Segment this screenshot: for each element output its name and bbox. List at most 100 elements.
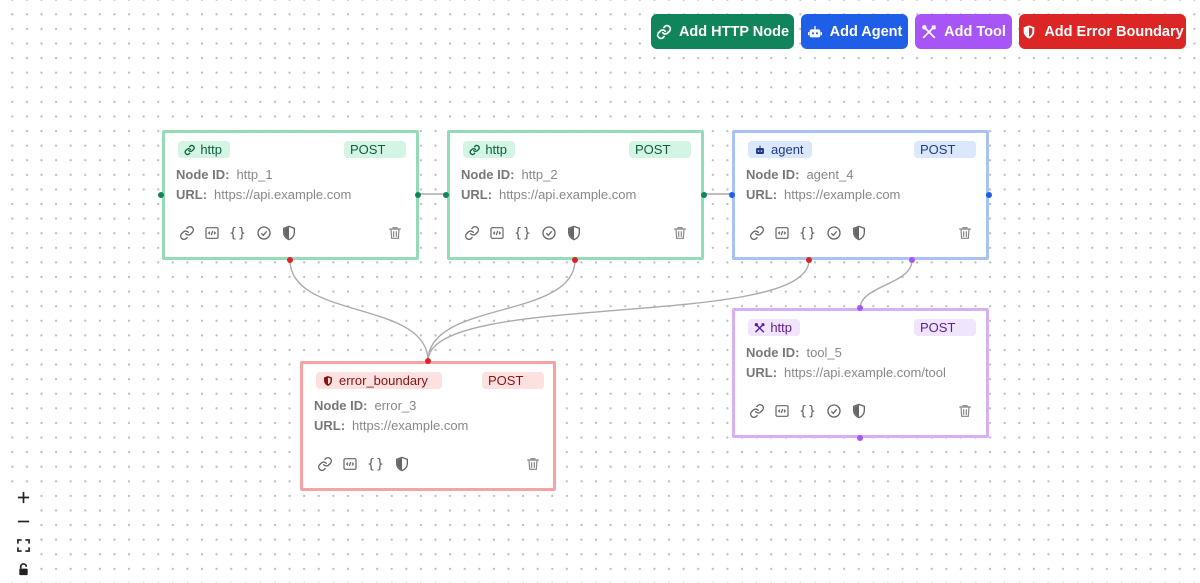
edge-agent4-tool5[interactable] [859, 259, 913, 310]
add-tool-button[interactable]: Add Tool [915, 14, 1012, 49]
node-header: http POST [176, 141, 406, 159]
add-error-boundary-button[interactable]: Add Error Boundary [1019, 14, 1186, 49]
node-id-row: Node ID:agent_4 [746, 167, 853, 182]
edge-http2-error3[interactable] [427, 259, 576, 362]
node-id-row: Node ID:http_1 [176, 167, 273, 182]
method-badge: POST [914, 141, 976, 158]
node-http-2-output-handle[interactable] [701, 192, 707, 198]
json-braces-icon[interactable]: {} [229, 225, 247, 241]
check-circle-icon[interactable] [541, 225, 557, 241]
json-braces-icon[interactable]: {} [514, 225, 532, 241]
url-row: URL: https://example.com [314, 418, 468, 433]
link-icon [469, 144, 480, 155]
shield-icon[interactable] [851, 403, 867, 419]
add-tool-label: Add Tool [944, 23, 1006, 40]
json-braces-icon[interactable]: {} [799, 403, 817, 419]
delete-node-button[interactable] [525, 456, 541, 477]
node-type-label: http [200, 142, 222, 157]
node-agent-4-input-handle[interactable] [729, 192, 735, 198]
node-tool-5[interactable]: http POST Node ID:tool_5 URL:https://api… [732, 308, 989, 438]
node-id-value: tool_5 [806, 345, 842, 360]
url-label: URL: [746, 365, 778, 380]
node-actions: {} [317, 456, 410, 472]
link-icon[interactable] [179, 225, 195, 241]
node-type-label: http [485, 142, 507, 157]
node-tool-5-output-handle[interactable] [857, 435, 863, 441]
link-icon[interactable] [317, 456, 333, 472]
node-error-3-input-handle[interactable] [425, 358, 431, 364]
lock-button[interactable] [10, 557, 37, 581]
url-label: URL: [314, 418, 346, 433]
link-icon[interactable] [749, 403, 765, 419]
shield-icon[interactable] [281, 225, 297, 241]
tools-icon [922, 24, 936, 38]
method-badge: POST [629, 141, 691, 158]
json-braces-icon[interactable]: {} [367, 456, 385, 472]
add-agent-button[interactable]: Add Agent [801, 14, 908, 49]
node-id-label: Node ID: [176, 167, 230, 182]
fit-view-button[interactable] [10, 533, 37, 557]
node-agent-4-output-handle[interactable] [986, 192, 992, 198]
node-id-row: Node ID:error_3 [314, 398, 416, 413]
link-icon[interactable] [464, 225, 480, 241]
node-error-3[interactable]: error_boundary POST Node ID:error_3 URL:… [300, 361, 556, 491]
node-actions: {} [749, 403, 867, 419]
zoom-in-button[interactable] [10, 485, 37, 509]
delete-node-button[interactable] [672, 225, 688, 246]
shield-icon[interactable] [394, 456, 410, 472]
url-label: URL: [746, 187, 778, 202]
node-http-1-error-handle[interactable] [287, 257, 293, 263]
url-row: URL:https://api.example.com [461, 187, 636, 202]
node-header: http POST [746, 319, 976, 337]
node-http-2-input-handle[interactable] [443, 192, 449, 198]
method-badge: POST [482, 372, 544, 389]
node-http-1[interactable]: http POST Node ID:http_1 URL:https://api… [162, 130, 419, 260]
code-icon[interactable] [774, 225, 790, 241]
add-http-node-button[interactable]: Add HTTP Node [651, 14, 794, 49]
node-type-badge: http [178, 141, 230, 158]
node-type-label: http [770, 320, 792, 335]
url-value: https://example.com [352, 418, 469, 433]
shield-icon[interactable] [851, 225, 867, 241]
url-row: URL:https://example.com [746, 187, 900, 202]
check-circle-icon[interactable] [826, 225, 842, 241]
shield-icon[interactable] [566, 225, 582, 241]
node-tool-5-input-handle[interactable] [857, 305, 863, 311]
trash-icon [959, 227, 971, 239]
zoom-out-button[interactable] [10, 509, 37, 533]
code-icon[interactable] [774, 403, 790, 419]
edge-agent4-error3[interactable] [427, 259, 810, 362]
check-circle-icon[interactable] [256, 225, 272, 241]
code-icon[interactable] [342, 456, 358, 472]
code-icon[interactable] [204, 225, 220, 241]
check-circle-icon[interactable] [826, 403, 842, 419]
method-badge: POST [914, 319, 976, 336]
code-icon[interactable] [489, 225, 505, 241]
node-agent-4-error-handle[interactable] [806, 257, 812, 263]
delete-node-button[interactable] [387, 225, 403, 246]
node-agent-4-tool-handle[interactable] [909, 257, 915, 263]
link-icon [184, 144, 195, 155]
node-http-1-output-handle[interactable] [415, 192, 421, 198]
url-label: URL: [461, 187, 493, 202]
node-type-label: agent [771, 142, 804, 157]
trash-icon [959, 405, 971, 417]
json-braces-icon[interactable]: {} [799, 225, 817, 241]
node-http-1-input-handle[interactable] [158, 192, 164, 198]
node-http-2-error-handle[interactable] [572, 257, 578, 263]
edge-http1-error3[interactable] [289, 259, 429, 362]
node-agent-4[interactable]: agent POST Node ID:agent_4 URL:https://e… [732, 130, 989, 260]
node-id-value: http_2 [521, 167, 558, 182]
canvas-controls [10, 485, 37, 581]
minus-icon [17, 520, 30, 522]
node-http-2[interactable]: http POST Node ID:http_2 URL:https://api… [447, 130, 704, 260]
url-row: URL: https://api.example.com/tool [746, 365, 946, 380]
url-value: https://api.example.com/tool [784, 365, 946, 380]
node-type-label: error_boundary [339, 373, 428, 388]
delete-node-button[interactable] [957, 403, 973, 424]
lock-icon [19, 562, 28, 575]
link-icon[interactable] [749, 225, 765, 241]
plus-icon [17, 491, 30, 503]
delete-node-button[interactable] [957, 225, 973, 246]
